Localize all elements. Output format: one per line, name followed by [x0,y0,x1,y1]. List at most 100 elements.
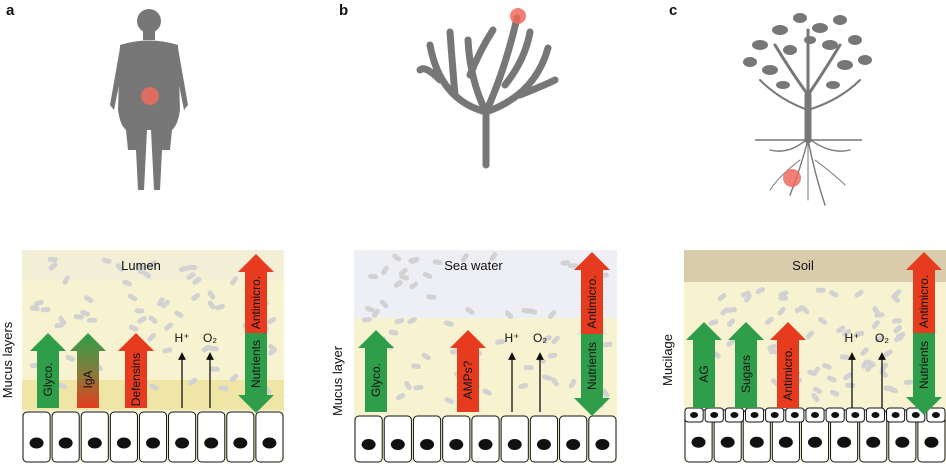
bacterium-mark [842,329,852,337]
ion-label: O₂ [875,331,889,345]
secretion-arrow-label: AMPs? [461,360,475,399]
cell-nucleus [770,412,779,418]
coral-hotspot-icon [510,8,526,24]
bacterium-mark [767,343,778,351]
cell-nucleus [262,437,277,449]
bacterium-mark [409,281,419,290]
bacterium-mark [40,306,51,313]
bacterium-mark [421,352,431,361]
epithelial-cell [22,411,51,463]
cell-nucleus [116,437,131,449]
bacterium-mark [818,316,828,325]
bacterium-mark [443,320,454,327]
cell-nucleus [175,437,190,449]
bacterium-mark [135,262,144,272]
bacterium-mark [115,263,125,272]
bacterium-mark [727,306,737,313]
secretion-arrow-label: AG [697,365,711,382]
bacterium-mark [861,359,869,369]
cell-nucleus [361,439,376,451]
epithelial-cell [255,411,284,463]
bacterium-mark [426,294,437,300]
bacterium-mark [891,318,902,324]
bacterium-mark [495,339,506,345]
bacterium-mark [146,262,157,269]
bacterium-mark [371,308,380,318]
bacterium-mark [179,265,189,272]
bacterium-mark [829,290,839,298]
bacterium-mark [812,386,823,395]
bacterium-mark [87,317,98,323]
bacterium-mark [812,366,820,376]
nutrient-arrow-label: Nutrients [917,341,931,389]
epithelial-cell [412,415,442,463]
bacterium-mark [122,279,133,287]
bacterium-mark [148,315,158,324]
secretion-arrow [686,322,722,408]
bacterium-mark [57,382,67,390]
epithelial-cell [138,411,168,463]
cell-nucleus [566,439,581,451]
bacterium-mark [218,385,229,391]
secretion-arrow [358,330,394,412]
epithelial-cell [109,411,138,463]
bacterium-mark [794,305,804,314]
secretion-arrow-label: Antimicro. [781,347,795,400]
bacterium-mark [408,256,419,264]
bacterium-mark [768,349,779,355]
bacterium-mark [874,312,885,318]
bacterium-mark [230,276,238,286]
cell-nucleus [730,412,739,418]
cell-nucleus [808,436,822,448]
antimicrobial-arrow-label: Antimicro. [249,276,263,329]
bacterium-mark [147,332,156,342]
secretion-arrow [450,330,486,412]
cell-nucleus [710,412,719,418]
bacterium-mark [58,315,67,326]
bacterium-mark [568,378,577,389]
bacterium-mark [33,299,44,307]
epithelial-cell [226,411,255,463]
zone-label: Sea water [444,258,503,273]
bacterium-mark [827,375,837,383]
secretion-arrow-label: Defensins [129,353,143,406]
panel-letter-b: b [339,2,349,19]
bacterium-mark [62,275,70,285]
bacterium-mark [148,383,159,391]
bacterium-mark [207,290,216,300]
panel-letter-a: a [6,2,15,19]
bacterium-mark [368,273,379,280]
bacterium-mark [266,316,277,325]
bacterium-mark [744,293,752,303]
bacterium-mark [805,330,815,340]
bacterium-mark [156,297,165,307]
cell-nucleus [750,412,759,418]
cell-nucleus [749,436,764,448]
ion-label: H⁺ [845,331,860,345]
cell-nucleus [790,412,799,418]
bacterium-mark [395,392,406,401]
bacterium-mark [891,294,900,303]
bacterium-mark [888,386,899,394]
bacterium-mark [444,397,455,405]
bacterium-mark [388,329,399,336]
bacterium-mark [174,310,184,319]
bacterium-mark [362,317,373,323]
bacterium-mark [73,314,84,320]
bacterium-mark [379,299,389,309]
side-label: Mucilage [660,334,675,386]
epithelial-cell [197,411,226,463]
bacterium-mark [392,253,402,262]
cell-nucleus [420,439,435,451]
bacterium-mark [432,259,443,266]
antimicrobial-arrow [238,254,274,333]
bacterium-mark [141,270,152,279]
bacterium-mark [542,335,552,343]
branching-coral-icon [416,14,559,169]
bacterium-mark [187,265,198,271]
bacterium-mark [568,263,579,269]
cell-nucleus [58,437,73,449]
bacterium-mark [778,295,789,301]
